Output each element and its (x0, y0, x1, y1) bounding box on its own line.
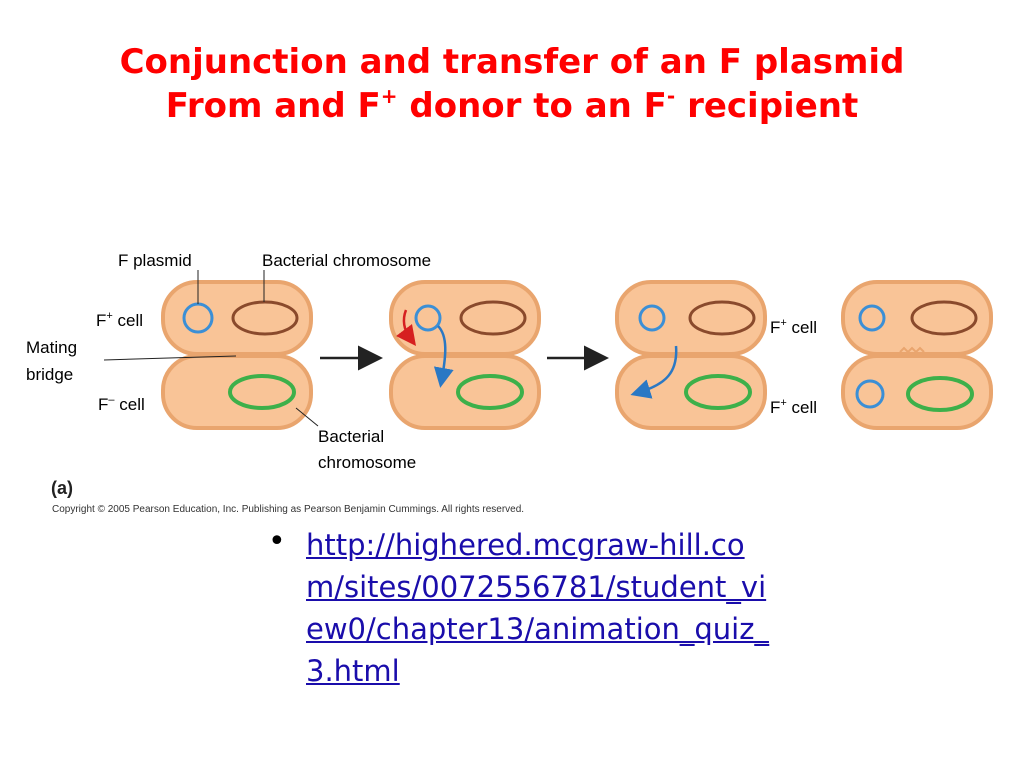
label-mating: Mating (26, 338, 77, 357)
leader-mating-bridge (103, 355, 237, 361)
stage2-recipient-cell (389, 354, 541, 430)
label-f-plus-cell-left: F+ cell (96, 310, 143, 330)
panel-label: (a) (51, 478, 73, 498)
stage3-plasmid-strand (630, 345, 678, 399)
stage4-top-cell (841, 280, 993, 356)
stage4-bottom-cell (841, 354, 993, 430)
stage1-recipient-cell (161, 354, 313, 430)
stage1-recipient-chromosome (228, 374, 296, 410)
label-f-plus-cell-right-bottom: F+ cell (770, 397, 817, 417)
stage3-recipient-chromosome (684, 374, 752, 410)
title-line-2: From and F+ donor to an F- recipient (0, 84, 1024, 128)
stage2-recipient-chromosome (456, 374, 524, 410)
label-bacterial-chromosome-bottom-1: Bacterial (318, 427, 384, 446)
title-superscript-minus: - (666, 84, 676, 108)
label-bridge: bridge (26, 365, 73, 384)
label-f-plasmid: F plasmid (118, 251, 192, 270)
stage-2-cells (389, 280, 541, 430)
stage4-top-chromosome (910, 300, 978, 336)
stage4-top-f-plasmid (858, 304, 886, 332)
stage-3-cells (615, 280, 767, 430)
stage4-bottom-chromosome (906, 376, 974, 412)
label-bacterial-chromosome-bottom-2: chromosome (318, 453, 416, 472)
title-line2-part-c: recipient (675, 86, 859, 126)
copyright-notice: Copyright © 2005 Pearson Education, Inc.… (52, 504, 525, 515)
stage4-separation-mark (899, 346, 925, 354)
stage3-recipient-cell (615, 354, 767, 430)
stage4-bottom-f-plasmid (855, 379, 885, 409)
label-f-plus-cell-right-top: F+ cell (770, 317, 817, 337)
leader-bacterial-chromosome-bottom (295, 407, 319, 427)
stage-1-cells (161, 280, 313, 430)
bullet-symbol: • (268, 524, 286, 559)
stage3-f-plasmid (638, 304, 666, 332)
title-line-1: Conjunction and transfer of an F plasmid (119, 42, 905, 82)
stage3-donor-chromosome (688, 300, 756, 336)
stage2-f-plasmid (414, 304, 442, 332)
stage2-donor-cell (389, 280, 541, 356)
title-line2-part-a: From and F (165, 86, 381, 126)
title-line2-part-b: donor to an F (397, 86, 667, 126)
stage2-rotation-arrow (396, 309, 416, 347)
label-bacterial-chromosome-top: Bacterial chromosome (262, 251, 431, 270)
animation-link[interactable]: http://highered.mcgraw-hill.com/sites/00… (306, 528, 769, 688)
title-superscript-plus: + (380, 84, 398, 108)
stage2-donor-chromosome (459, 300, 527, 336)
stage1-donor-chromosome (231, 300, 299, 336)
stage2-plasmid-strand (433, 325, 454, 388)
label-f-minus-cell: F– cell (98, 394, 145, 414)
stage-4-cells (841, 280, 993, 430)
